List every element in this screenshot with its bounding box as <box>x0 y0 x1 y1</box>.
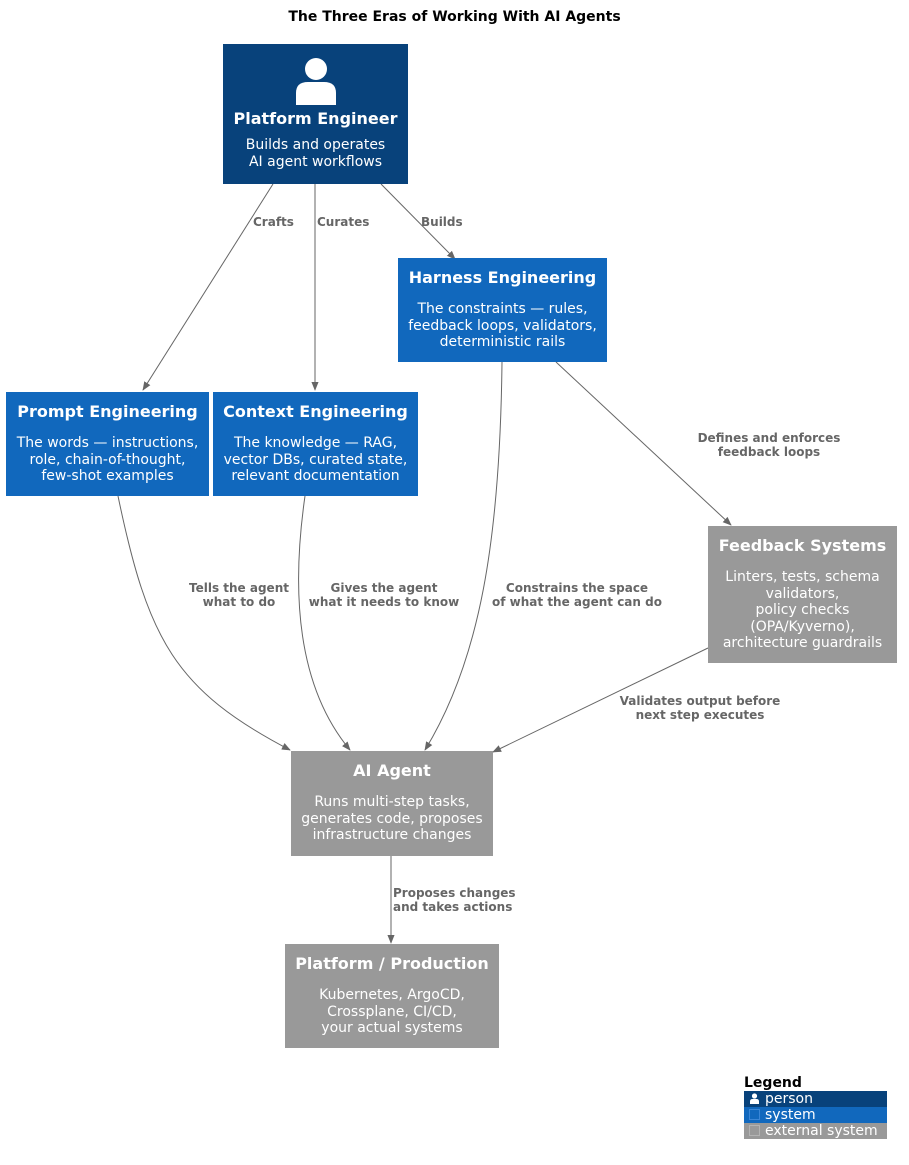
node-name: Harness Engineering <box>408 268 597 287</box>
legend-title: Legend <box>744 1075 802 1091</box>
legend-label: person <box>765 1091 813 1107</box>
node-name: Platform / Production <box>295 954 489 973</box>
system-swatch-icon <box>749 1109 760 1120</box>
node-description: The constraints — rules,feedback loops, … <box>408 301 597 350</box>
node-ai-agent[interactable]: AI Agent Runs multi-step tasks,generates… <box>291 751 493 856</box>
legend-label: external system <box>765 1123 878 1139</box>
node-description: Runs multi-step tasks,generates code, pr… <box>301 794 483 843</box>
node-name: Prompt Engineering <box>17 402 198 421</box>
node-harness-engineering[interactable]: Harness Engineering The constraints — ru… <box>398 258 607 362</box>
diagram-title: The Three Eras of Working With AI Agents <box>288 9 621 25</box>
node-platform-production[interactable]: Platform / Production Kubernetes, ArgoCD… <box>285 944 499 1048</box>
edge-tells <box>117 495 291 751</box>
node-name: Platform Engineer <box>233 109 398 128</box>
edge-label-builds: Builds <box>421 215 463 229</box>
node-name: Feedback Systems <box>718 536 887 555</box>
node-context-engineering[interactable]: Context Engineering The knowledge — RAG,… <box>213 392 418 496</box>
legend-item-external-system: external system <box>744 1123 887 1139</box>
legend-label: system <box>765 1107 816 1123</box>
node-prompt-engineering[interactable]: Prompt Engineering The words — instructi… <box>6 392 209 496</box>
edge-defines <box>555 361 732 526</box>
legend: Legend person system external system <box>744 1076 887 1139</box>
person-icon <box>295 58 336 105</box>
node-description: Kubernetes, ArgoCD,Crossplane, CI/CD,you… <box>319 987 465 1036</box>
edge-gives <box>298 495 351 751</box>
edge-crafts <box>142 183 274 391</box>
legend-item-person: person <box>744 1091 887 1107</box>
node-description: The knowledge — RAG,vector DBs, curated … <box>223 435 408 484</box>
edge-label-crafts: Crafts <box>253 215 294 229</box>
edge-constrains <box>424 361 503 751</box>
edge-builds <box>380 183 456 260</box>
node-name: AI Agent <box>353 761 431 780</box>
edge-validates <box>492 647 709 753</box>
edge-label-curates: Curates <box>317 215 370 229</box>
legend-item-system: system <box>744 1107 887 1123</box>
person-icon <box>750 1093 759 1104</box>
external-system-swatch-icon <box>749 1125 760 1136</box>
node-name: Context Engineering <box>223 402 408 421</box>
node-description: The words — instructions,role, chain-of-… <box>16 435 199 484</box>
